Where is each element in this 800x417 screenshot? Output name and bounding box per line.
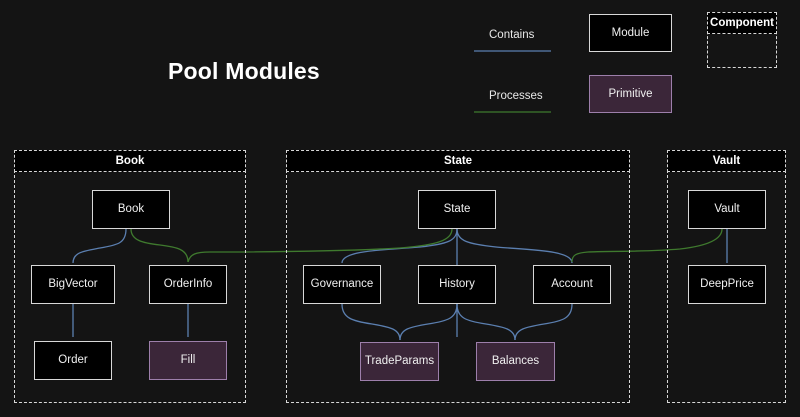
panel-book-header: Book	[14, 150, 246, 172]
legend-module-sample: Module	[589, 14, 672, 52]
node-fill-label: Fill	[180, 354, 196, 367]
node-fill[interactable]: Fill	[149, 341, 227, 380]
legend-contains-label: Contains	[489, 29, 535, 41]
node-book[interactable]: Book	[92, 190, 170, 229]
node-balances[interactable]: Balances	[476, 342, 555, 381]
node-vault[interactable]: Vault	[688, 190, 766, 229]
node-orderinfo[interactable]: OrderInfo	[149, 265, 227, 304]
panel-state-title: State	[443, 155, 473, 167]
node-governance-label: Governance	[310, 278, 374, 291]
node-bigvector-label: BigVector	[48, 278, 98, 291]
node-account[interactable]: Account	[533, 265, 611, 304]
panel-book-title: Book	[115, 155, 145, 167]
legend-module-label: Module	[611, 26, 650, 39]
node-state-label: State	[443, 203, 471, 216]
node-vault-label: Vault	[714, 203, 740, 216]
node-tradeparams[interactable]: TradeParams	[360, 342, 439, 381]
node-order[interactable]: Order	[34, 341, 112, 380]
node-history[interactable]: History	[418, 265, 496, 304]
node-state[interactable]: State	[418, 190, 496, 229]
node-account-label: Account	[551, 278, 593, 291]
legend-primitive-label: Primitive	[608, 87, 653, 100]
legend-component-header: Component	[707, 12, 777, 34]
node-deepprice[interactable]: DeepPrice	[688, 265, 766, 304]
panel-state-header: State	[286, 150, 630, 172]
node-bigvector[interactable]: BigVector	[31, 265, 115, 304]
panel-vault-header: Vault	[667, 150, 786, 172]
node-orderinfo-label: OrderInfo	[163, 278, 213, 291]
legend-processes-label: Processes	[489, 90, 543, 102]
node-tradeparams-label: TradeParams	[364, 355, 435, 368]
node-balances-label: Balances	[491, 355, 540, 368]
node-deepprice-label: DeepPrice	[700, 278, 754, 291]
diagram-title: Pool Modules	[168, 58, 320, 84]
node-order-label: Order	[58, 354, 88, 367]
legend-primitive-sample: Primitive	[589, 75, 672, 113]
panel-vault-title: Vault	[712, 155, 741, 167]
node-book-label: Book	[117, 203, 145, 216]
node-governance[interactable]: Governance	[303, 265, 381, 304]
legend-component-label: Component	[710, 17, 774, 29]
node-history-label: History	[439, 278, 475, 291]
